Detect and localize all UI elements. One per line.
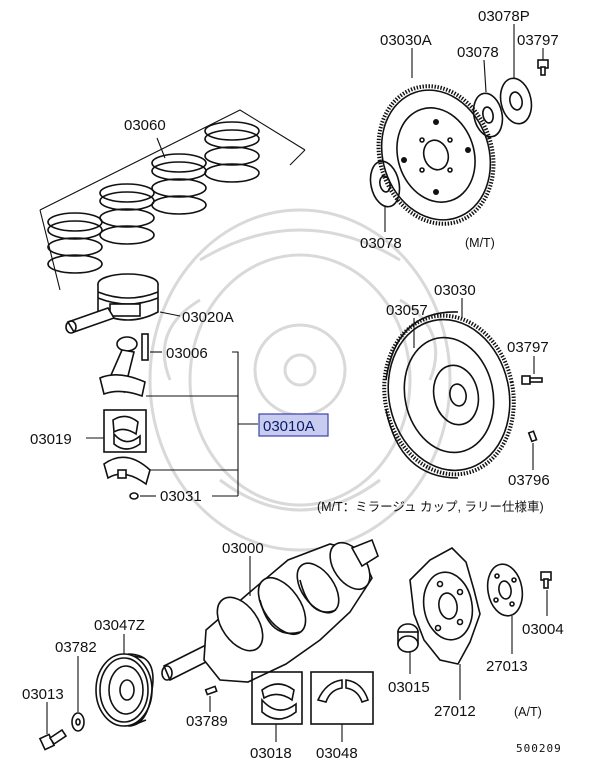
label-03797-top: 03797 — [517, 32, 559, 49]
flywheel-spacer-top[interactable] — [470, 59, 507, 139]
label-03006: 03006 — [166, 345, 208, 362]
drive-plate-at[interactable] — [409, 547, 481, 700]
crankshaft-main-bearing[interactable] — [251, 671, 303, 742]
crank-key[interactable] — [204, 685, 218, 712]
label-27012: 27012 — [434, 703, 476, 720]
label-03782: 03782 — [55, 639, 97, 656]
label-03015: 03015 — [388, 679, 430, 696]
label-03019: 03019 — [30, 431, 72, 448]
label-03004: 03004 — [522, 621, 564, 638]
label-03796: 03796 — [508, 472, 550, 489]
label-03060: 03060 — [124, 117, 166, 134]
label-03078P: 03078P — [478, 8, 530, 25]
label-03010A: 03010A — [263, 418, 315, 435]
crankshaft[interactable] — [161, 536, 379, 683]
highlighted-part-03010A[interactable]: 03010A — [258, 413, 329, 437]
label-03048: 03048 — [316, 745, 358, 762]
diagram-code: 500209 — [516, 742, 562, 755]
dowel-pin[interactable] — [527, 430, 538, 470]
pilot-bushing[interactable] — [397, 623, 419, 674]
label-03057: 03057 — [386, 302, 428, 319]
note-at: (A/T) — [514, 705, 542, 719]
label-03797-mid: 03797 — [507, 339, 549, 356]
label-03078-bottom: 03078 — [360, 235, 402, 252]
label-03000: 03000 — [222, 540, 264, 557]
crankshaft-pulley[interactable] — [95, 634, 154, 727]
flywheel-mt-lightweight[interactable] — [370, 298, 528, 487]
label-03031: 03031 — [160, 488, 202, 505]
label-03789: 03789 — [186, 713, 228, 730]
label-27013: 27013 — [486, 658, 528, 675]
flywheel-bolt-top[interactable] — [537, 48, 549, 76]
drive-plate-adapter[interactable] — [484, 561, 527, 654]
crankshaft-thrust-bearing[interactable] — [310, 671, 374, 742]
piston-ring-set[interactable] — [39, 109, 306, 291]
label-03030: 03030 — [434, 282, 476, 299]
drive-plate-bolt[interactable] — [540, 571, 552, 616]
note-mt-mirage: (M/T：ミラージュ カップ, ラリー仕様車) — [317, 499, 544, 514]
connecting-rod-nut[interactable] — [129, 492, 156, 500]
note-mt-top: (M/T) — [465, 236, 495, 250]
watermark-emblem — [148, 208, 452, 552]
label-03013: 03013 — [22, 686, 64, 703]
piston-with-pin[interactable] — [65, 273, 181, 334]
flywheel-plate-03078P[interactable] — [497, 24, 536, 127]
label-03047Z: 03047Z — [94, 617, 145, 634]
label-03018: 03018 — [250, 745, 292, 762]
pulley-bolt[interactable] — [38, 702, 68, 751]
connecting-rod-bearing[interactable] — [86, 409, 147, 453]
pulley-washer[interactable] — [71, 656, 85, 732]
flywheel-mt[interactable] — [361, 71, 511, 239]
connecting-rod[interactable] — [99, 333, 162, 398]
connecting-rod-cap[interactable] — [103, 456, 151, 486]
label-03020A: 03020A — [182, 309, 234, 326]
label-03078-top: 03078 — [457, 44, 499, 61]
label-03030A: 03030A — [380, 32, 432, 49]
flywheel-bolt-mid[interactable] — [521, 356, 543, 385]
flywheel-spacer-bottom[interactable] — [367, 159, 404, 232]
